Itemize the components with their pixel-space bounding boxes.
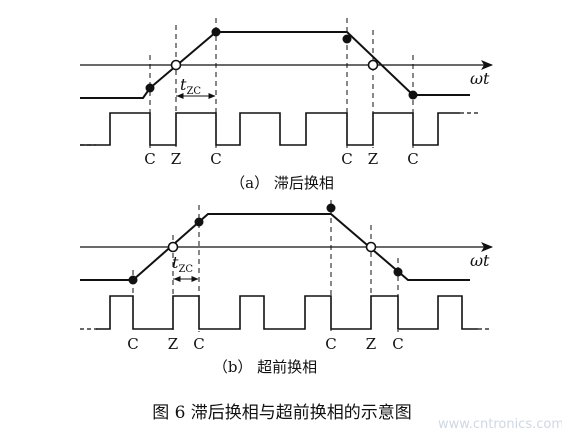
panel-a-marker: Z [171, 150, 181, 168]
panel-a-caption: （a） 滞后换相 [230, 174, 334, 192]
panel-b-tzc-label: tZC [172, 253, 193, 275]
watermark: www.cntronics.com [438, 417, 562, 432]
panel-b-marker: C [193, 335, 204, 353]
panel-b-marker: C [127, 335, 138, 353]
panel-a-tzc-label: tZC [180, 75, 201, 97]
panel-b-back-emf [80, 213, 470, 281]
panel-b: ωt tZC C Z C C Z C （b） 超前换相 [80, 200, 493, 376]
panel-b-caption: （b） 超前换相 [213, 358, 317, 376]
panel-a-commutation-point [145, 83, 155, 93]
panel-a-commutation-point [342, 34, 352, 44]
panel-b-zero-crossing-point [167, 241, 179, 253]
panel-b-marker: C [325, 335, 336, 353]
panel-a-commutation-point [408, 90, 418, 100]
panel-a-zero-crossing-point [170, 59, 182, 71]
panel-a-pulse-train [80, 112, 460, 146]
figure-title: 图 6 滞后换相与超前换相的示意图 [152, 403, 412, 423]
panel-a: ωt tZC C Z C C Z C （a） 滞后换相 [80, 18, 493, 192]
panel-b-commutation-point [393, 267, 403, 277]
panel-b-marker: C [392, 335, 403, 353]
panel-a-commutation-point [211, 27, 221, 37]
panel-b-marker: Z [168, 335, 178, 353]
panel-a-marker: Z [368, 150, 378, 168]
panel-a-zero-crossing-point [367, 59, 379, 71]
panel-a-marker: C [407, 150, 418, 168]
panel-b-pulse-train [96, 295, 478, 330]
panel-b-commutation-point [128, 275, 138, 285]
panel-b-commutation-point [326, 203, 336, 213]
panel-a-axis-label: ωt [470, 69, 490, 88]
panel-a-marker: C [210, 150, 221, 168]
panel-b-markers: C Z C C Z C [127, 335, 403, 353]
panel-b-axis-label: ωt [470, 251, 490, 270]
panel-a-marker: C [341, 150, 352, 168]
panel-a-markers: C Z C C Z C [144, 150, 418, 168]
panel-b-commutation-point [194, 217, 204, 227]
panel-b-marker: Z [366, 335, 376, 353]
panel-a-marker: C [144, 150, 155, 168]
panel-b-zero-crossing-point [365, 241, 377, 253]
